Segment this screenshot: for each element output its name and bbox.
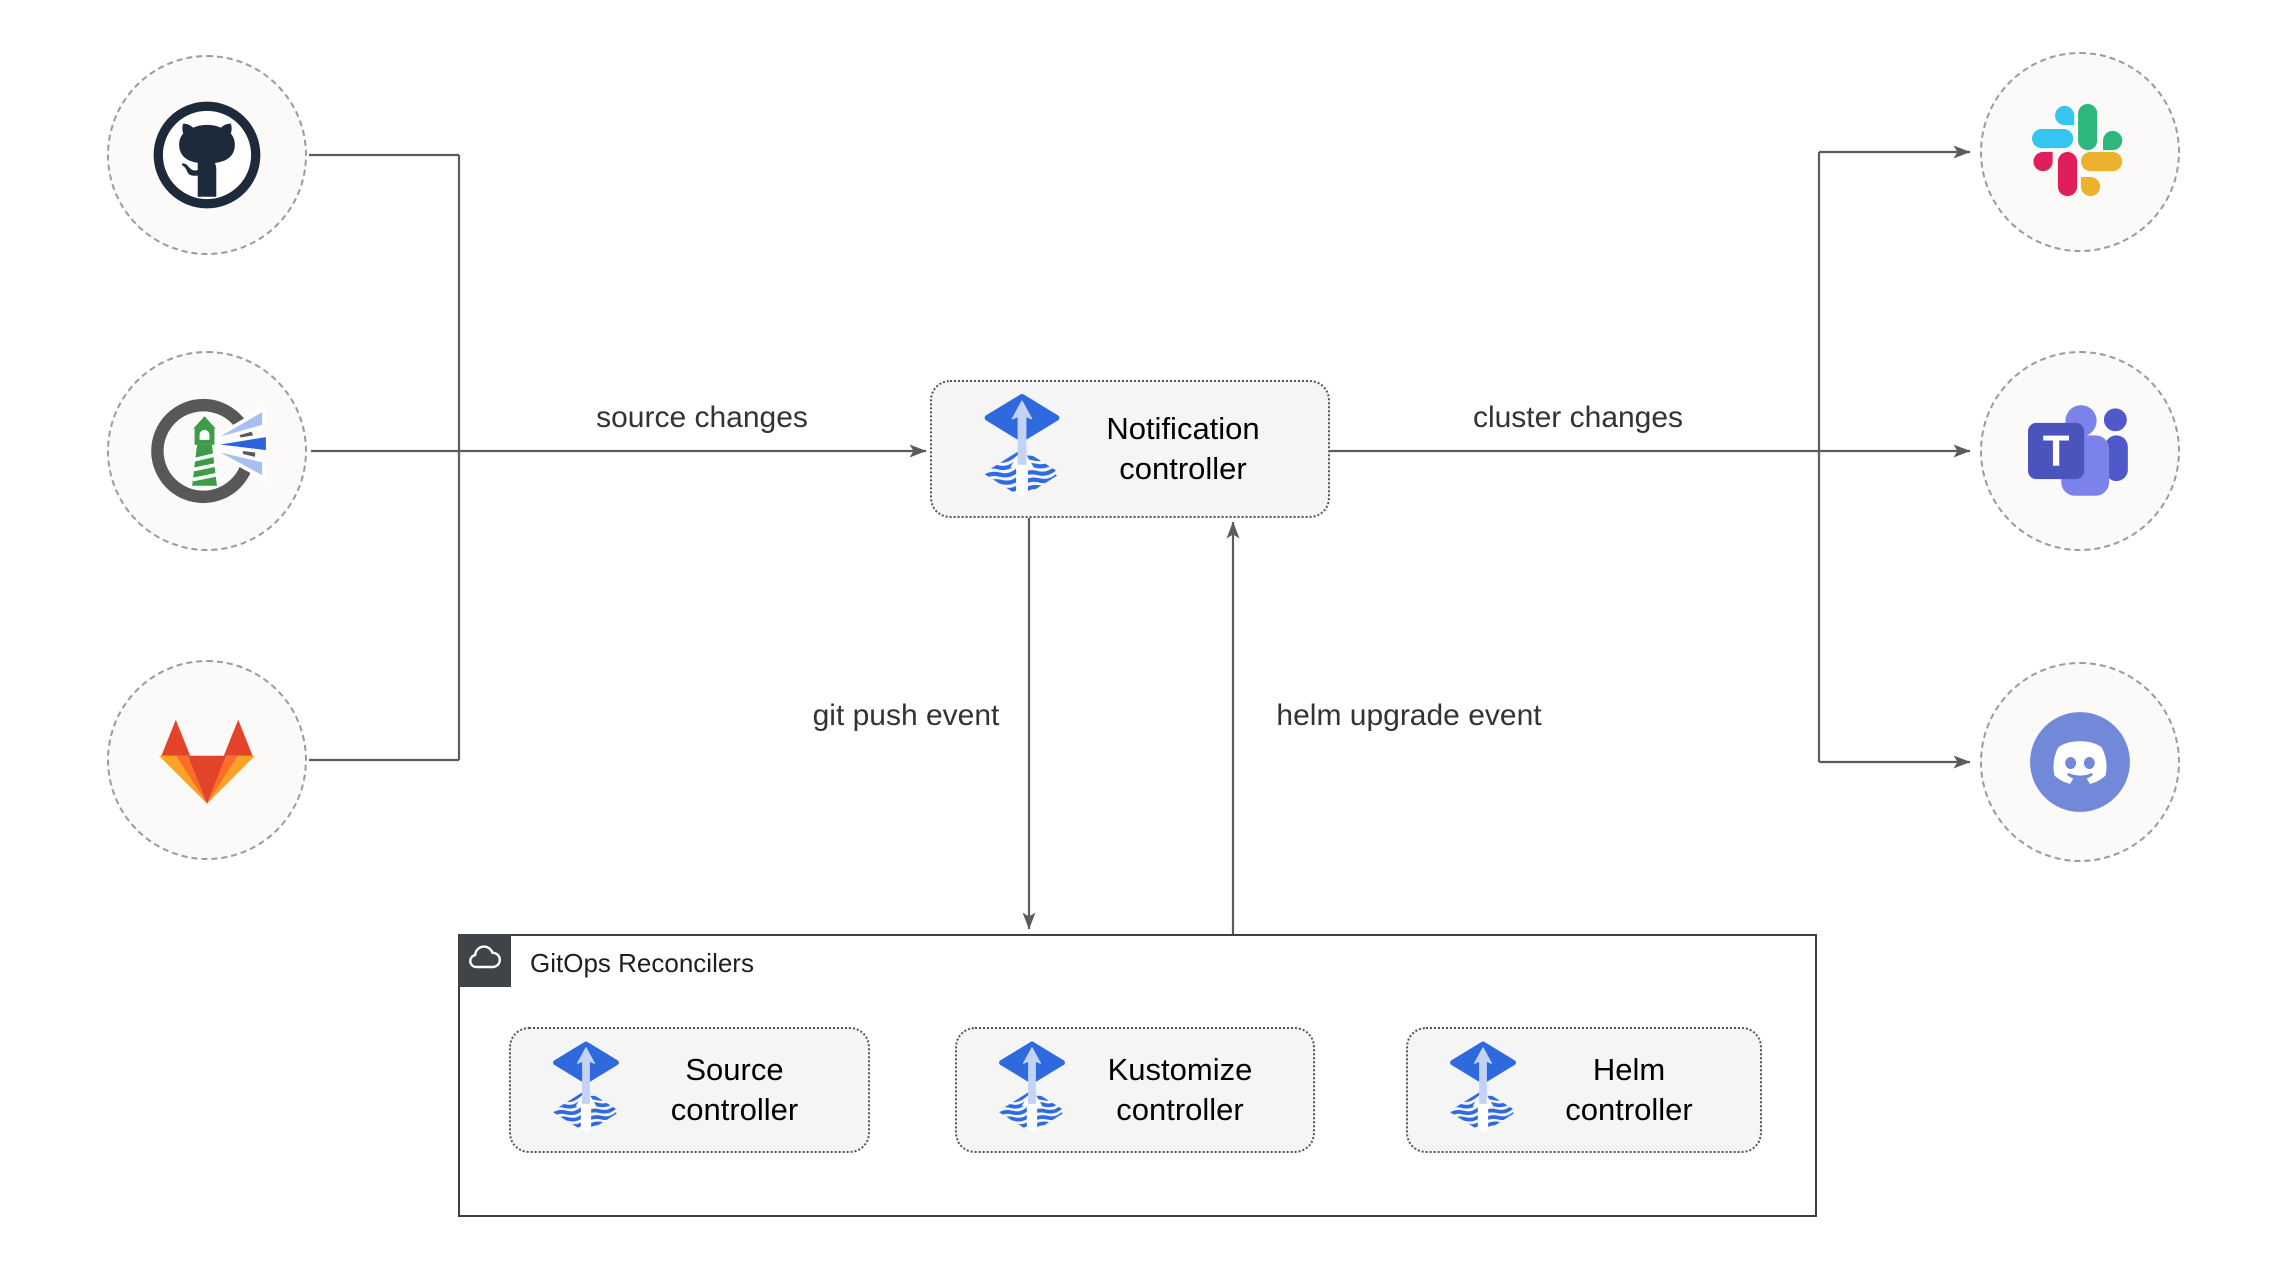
flux-icon [1446, 1038, 1520, 1142]
node-kustomize-controller: Kustomize controller [955, 1027, 1315, 1153]
edge-label-source-changes: source changes [596, 401, 808, 434]
node-teams [1980, 351, 2180, 551]
harbor-icon [145, 389, 269, 513]
teams-icon [2028, 404, 2132, 498]
node-slack [1980, 52, 2180, 252]
gitlab-icon [147, 710, 267, 811]
node-helm-controller: Helm controller [1406, 1027, 1762, 1153]
node-github [107, 55, 307, 255]
flux-icon [980, 390, 1064, 508]
flux-icon [549, 1038, 623, 1142]
node-notification-controller: Notification controller [930, 380, 1330, 518]
edge-label-git-push-event: git push event [812, 699, 1000, 732]
edge-label-cluster-changes: cluster changes [1472, 401, 1684, 434]
flux-icon [995, 1038, 1069, 1142]
slack-icon [2032, 104, 2128, 200]
node-harbor [107, 351, 307, 551]
github-icon [149, 97, 265, 213]
notification-controller-label: Notification controller [1106, 411, 1260, 486]
node-discord [1980, 662, 2180, 862]
edge-label-helm-upgrade-event: helm upgrade event [1276, 699, 1542, 732]
group-title: GitOps Reconcilers [530, 948, 754, 978]
helm-controller-label: Helm controller [1565, 1052, 1693, 1127]
kustomize-controller-label: Kustomize controller [1107, 1052, 1253, 1127]
cloud-icon [457, 933, 511, 987]
discord-icon [2028, 710, 2132, 814]
node-source-controller: Source controller [509, 1027, 870, 1153]
node-gitlab [107, 660, 307, 860]
source-controller-label: Source controller [670, 1052, 799, 1127]
